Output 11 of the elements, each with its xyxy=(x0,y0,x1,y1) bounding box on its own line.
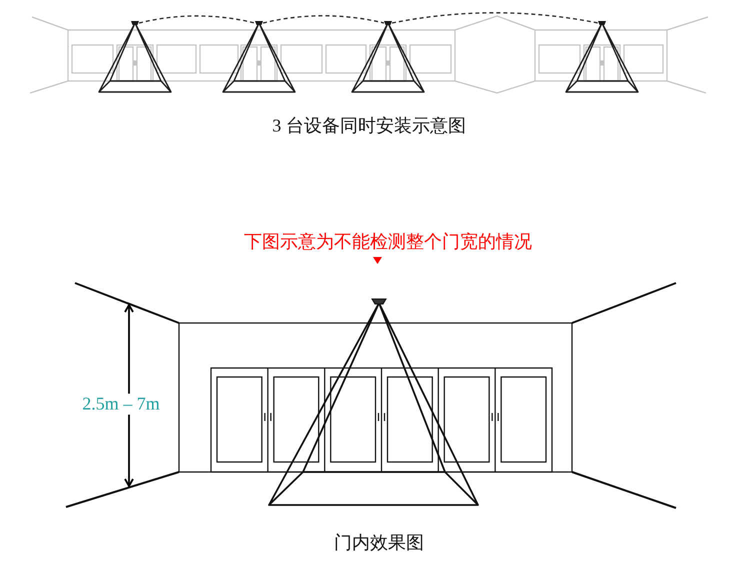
sensor-icon xyxy=(384,21,392,25)
warning-note: 下图示意为不能检测整个门宽的情况 xyxy=(244,232,532,252)
dimension-label: 2.5m – 7m xyxy=(81,394,161,414)
dashed-connector xyxy=(262,15,384,24)
dashed-connector xyxy=(138,15,256,24)
figure-caption: 门内效果图 xyxy=(334,532,424,554)
figure-caption: 3 台设备同时安装示意图 xyxy=(272,116,466,136)
sensor-icon xyxy=(131,21,139,25)
sensor-icon xyxy=(598,21,606,25)
sensor-icon xyxy=(255,21,263,25)
dashed-connector xyxy=(392,12,598,24)
